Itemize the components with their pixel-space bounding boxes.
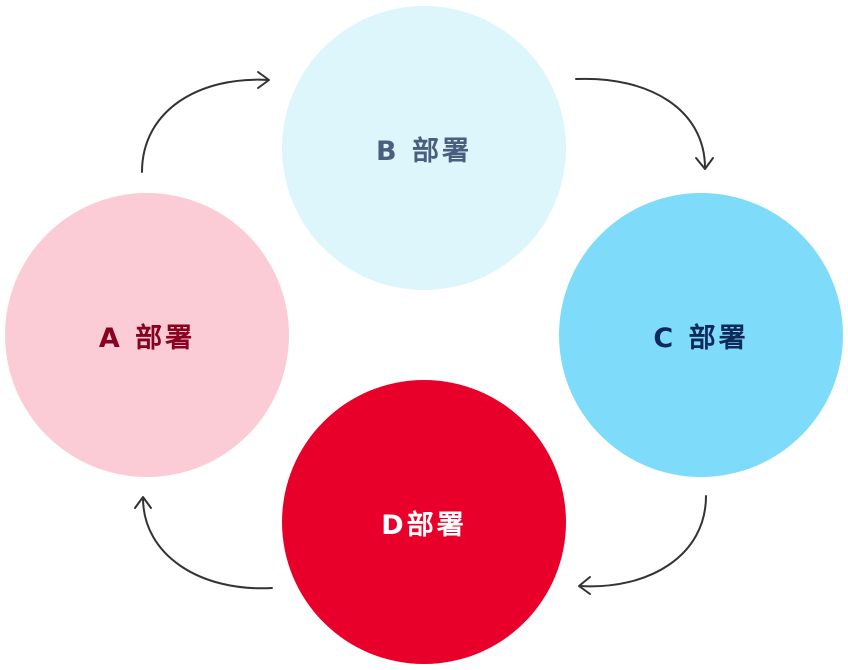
node-d: D部署	[282, 380, 566, 664]
arrowhead-a-to-b	[257, 71, 270, 89]
arrow-c-to-d	[579, 495, 707, 588]
arrow-b-to-c	[575, 77, 706, 169]
arrowhead-b-to-c	[695, 157, 714, 170]
node-b: B 部署	[282, 6, 566, 290]
node-c-label: C 部署	[653, 322, 749, 354]
node-a-label: A 部署	[98, 322, 196, 354]
node-b-label: B 部署	[376, 135, 472, 167]
arrow-a-to-b	[141, 78, 269, 173]
node-c: C 部署	[559, 193, 843, 477]
node-d-label: D部署	[381, 509, 467, 541]
node-a: A 部署	[5, 193, 289, 477]
arrowhead-c-to-d	[578, 576, 591, 595]
arrowhead-d-to-a	[134, 496, 152, 509]
arrow-d-to-a	[142, 497, 273, 590]
